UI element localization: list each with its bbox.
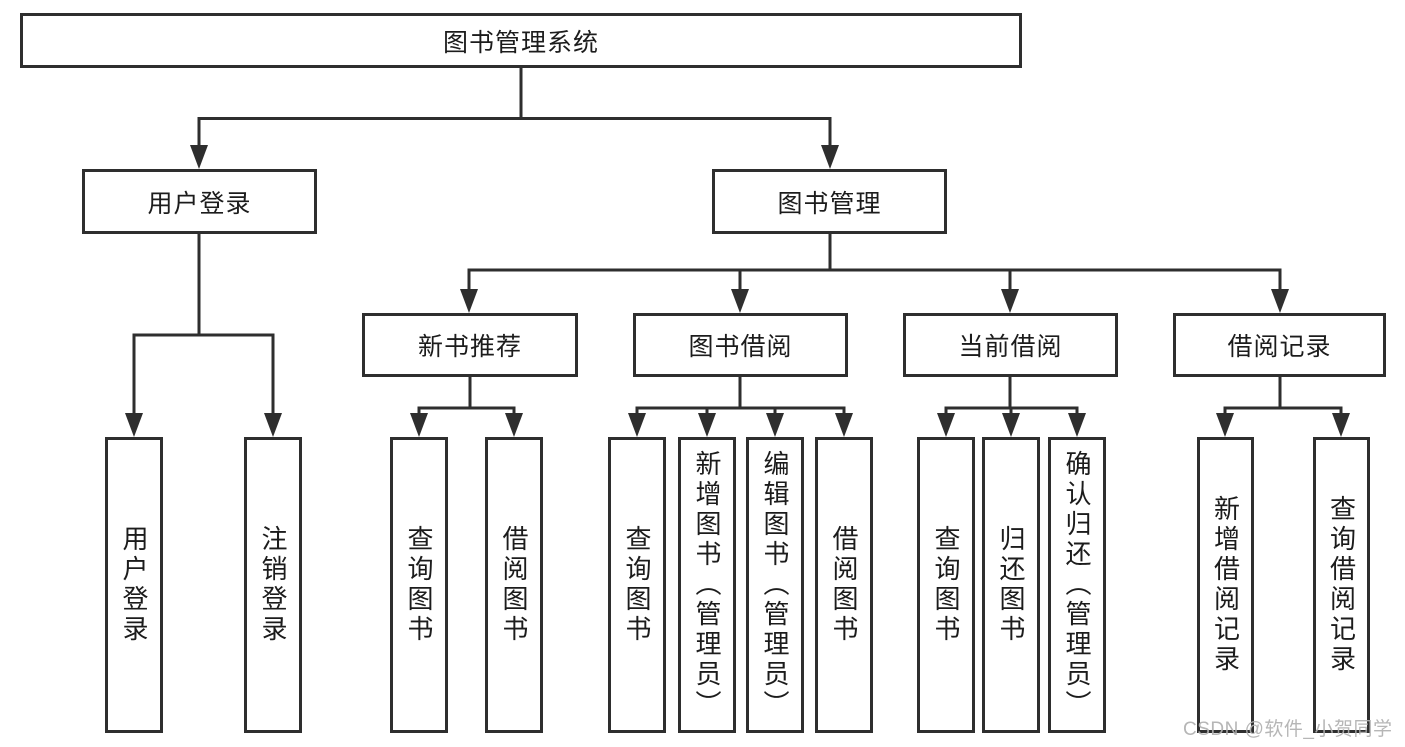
node-new-book-recommend: 新书推荐 (362, 313, 578, 377)
node-label: 借阅图书 (829, 525, 859, 645)
node-label: 查询图书 (404, 525, 434, 645)
node-label: 编辑图书（管理员） (760, 450, 790, 720)
node-user-login: 用户登录 (82, 169, 317, 234)
node-label: 借阅图书 (499, 525, 529, 645)
node-label: 查询图书 (622, 525, 652, 645)
node-label: 借阅记录 (1227, 333, 1332, 361)
node-label: 查询图书 (931, 525, 961, 645)
leaf-query-borrow-record: 查询借阅记录 (1313, 437, 1370, 733)
node-label: 图书管理系统 (442, 28, 599, 57)
node-label: 当前借阅 (958, 333, 1063, 361)
leaf-query-books-current: 查询图书 (917, 437, 975, 733)
node-label: 新书推荐 (417, 333, 522, 361)
node-borrowing-records: 借阅记录 (1173, 313, 1386, 377)
leaf-borrow-books: 借阅图书 (815, 437, 873, 733)
node-book-management: 图书管理 (712, 169, 947, 234)
leaf-edit-books-admin: 编辑图书（管理员） (746, 437, 804, 733)
leaf-borrow-books-recommend: 借阅图书 (485, 437, 543, 733)
node-label: 查询借阅记录 (1326, 495, 1357, 675)
node-label: 图书管理 (777, 189, 882, 218)
leaf-return-books: 归还图书 (982, 437, 1040, 733)
node-label: 用户登录 (147, 189, 252, 218)
node-label: 确认归还（管理员） (1062, 450, 1092, 720)
node-label: 归还图书 (996, 525, 1026, 645)
watermark: CSDN @软件_小贺同学 (1183, 719, 1393, 740)
leaf-query-books-borrow: 查询图书 (608, 437, 666, 733)
node-label: 图书借阅 (688, 333, 793, 361)
leaf-add-borrow-record: 新增借阅记录 (1197, 437, 1254, 733)
node-label: 注销登录 (258, 525, 288, 645)
leaf-logout: 注销登录 (244, 437, 302, 733)
node-current-borrowing: 当前借阅 (903, 313, 1118, 377)
node-book-borrowing: 图书借阅 (633, 313, 848, 377)
node-label: 用户登录 (119, 525, 149, 645)
leaf-user-login: 用户登录 (105, 437, 163, 733)
node-library-system: 图书管理系统 (20, 13, 1022, 68)
leaf-confirm-return-admin: 确认归还（管理员） (1048, 437, 1106, 733)
leaf-query-books-recommend: 查询图书 (390, 437, 448, 733)
node-label: 新增图书（管理员） (692, 450, 722, 720)
leaf-add-books-admin: 新增图书（管理员） (678, 437, 736, 733)
node-label: 新增借阅记录 (1210, 495, 1241, 675)
